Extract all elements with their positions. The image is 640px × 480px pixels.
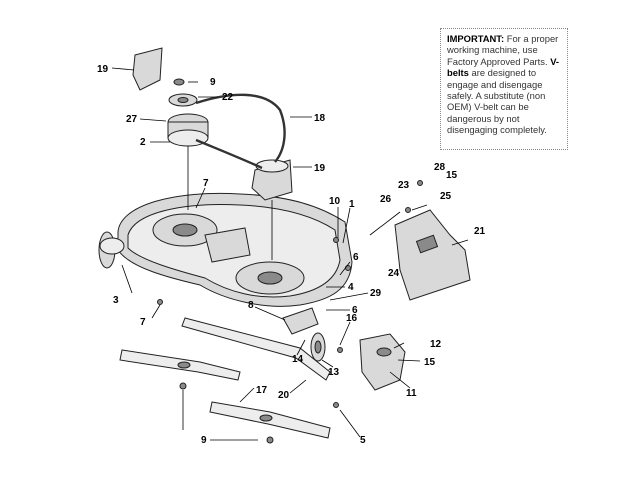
nut-top [173,78,185,86]
callout-27: 27 [126,114,138,125]
mower-deck-shell [117,192,353,307]
vbelts-label: V-belts [447,55,560,79]
callout-10: 10 [329,196,341,207]
important-notice-box: IMPORTANT: For a proper working machine,… [440,28,568,150]
spindle-pulley-right [251,159,293,260]
callout-19-mid: 19 [314,163,326,174]
callout-13: 13 [328,367,340,378]
vbelts-text: are designed to engage and disengage saf… [447,67,547,136]
belt-cover-right [394,209,471,301]
blade-right [209,401,331,439]
leader-lines [111,67,469,441]
important-text: For a proper working machine, use Factor… [447,33,559,67]
callout-17: 17 [256,385,268,396]
callout-7-bot: 7 [140,317,146,328]
callout-29: 29 [370,288,382,299]
callout-26: 26 [380,194,392,205]
callout-23: 23 [398,180,410,191]
callout-1: 1 [349,199,355,210]
callout-21: 21 [474,226,486,237]
important-label: IMPORTANT: [447,33,505,44]
callout-6-mid: 6 [352,305,358,316]
spindle-pulley-left [167,113,209,210]
callout-15-bot: 15 [424,357,436,368]
callout-8: 8 [248,300,254,311]
gauge-wheel-right [310,332,326,362]
callout-9-top: 9 [210,77,216,88]
hardware-bolts [157,180,423,444]
baffle-bar [181,317,331,381]
callout-28: 28 [434,162,446,173]
callout-22: 22 [222,92,234,103]
callout-labels: 19 9 22 27 18 2 19 7 10 1 26 23 28 15 25… [97,64,486,446]
callout-5: 5 [360,435,366,446]
callout-15-top: 15 [446,170,458,181]
deflector-bracket [282,307,319,335]
callout-6-top: 6 [353,252,359,263]
blade-left [119,349,241,381]
callout-25: 25 [440,191,452,202]
callout-9-bot: 9 [201,435,207,446]
callout-4: 4 [348,282,354,293]
callout-19-top: 19 [97,64,109,75]
callout-11: 11 [406,388,417,399]
callout-16: 16 [346,313,358,324]
callout-2: 2 [140,137,146,148]
gauge-wheel-left [98,231,125,269]
deck-belt [195,93,286,170]
callout-14: 14 [292,354,304,365]
callout-24: 24 [388,268,400,279]
callout-7-top: 7 [203,178,209,189]
belt-guard-left [132,47,163,91]
pulley-top [168,93,198,107]
callout-18: 18 [314,113,326,124]
callout-3: 3 [113,295,119,306]
callout-20: 20 [278,390,290,401]
callout-12: 12 [430,339,442,350]
discharge-chute-bracket [359,333,406,391]
